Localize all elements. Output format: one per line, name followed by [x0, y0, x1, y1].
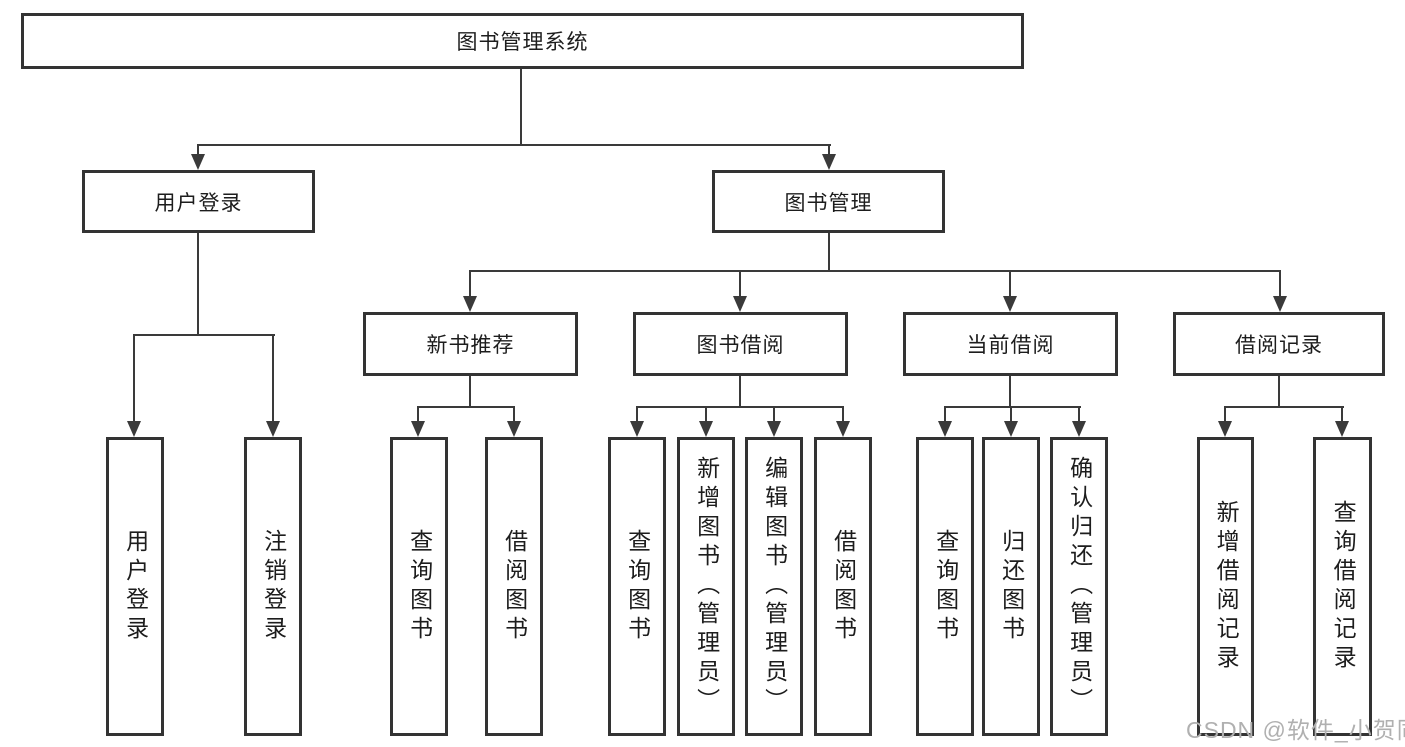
connector-userlogin-hline: [133, 334, 275, 336]
arrow-to-new-book-recommend: [463, 296, 477, 312]
node-label: 用户登录: [154, 191, 243, 215]
arrow-to-confirm-return: [1072, 421, 1086, 437]
connector-stem-borrow-books: [842, 406, 844, 423]
leaf-label: 查询图书: [406, 528, 433, 645]
connector-stem-new-book-recommend: [469, 270, 471, 298]
node-label: 借阅记录: [1235, 334, 1323, 357]
arrow-to-leaf-logout: [266, 421, 280, 437]
connector-borrowing-hline: [636, 406, 844, 408]
arrow-to-return-books: [1004, 421, 1018, 437]
connector-stem-edit-book: [773, 406, 775, 423]
connector-stem-book-management: [828, 144, 830, 156]
arrow-to-book-management: [822, 154, 836, 170]
leaf-logout: 注销登录: [244, 437, 302, 736]
leaf-recommend-borrow-books: 借阅图书: [485, 437, 543, 736]
node-book-borrowing: 图书借阅: [633, 312, 848, 376]
connector-stem-book-borrowing: [739, 270, 741, 298]
connector-userlogin-vline: [197, 233, 199, 336]
leaf-user-login: 用户登录: [106, 437, 164, 736]
csdn-watermark: CSDN @软件_小贺同学: [1186, 717, 1405, 743]
connector-stem-current-borrowing: [1009, 270, 1011, 298]
connector-stem-borrowing-records: [1279, 270, 1281, 298]
arrow-to-query-record: [1335, 421, 1349, 437]
connector-stem-borrowing-query: [636, 406, 638, 423]
arrow-to-user-login: [191, 154, 205, 170]
node-book-management: 图书管理: [712, 170, 945, 233]
leaf-label: 新增图书（管理员）: [693, 456, 720, 717]
leaf-confirm-return-admin: 确认归还（管理员）: [1050, 437, 1108, 736]
node-current-borrowing: 当前借阅: [903, 312, 1118, 376]
connector-stem-query-record: [1341, 406, 1343, 423]
arrow-to-leaf-user-login: [127, 421, 141, 437]
connector-stem-return-books: [1010, 406, 1012, 423]
connector-stem-current-query: [944, 406, 946, 423]
leaf-recommend-query-books: 查询图书: [390, 437, 448, 736]
node-user-login: 用户登录: [82, 170, 315, 233]
leaf-label: 编辑图书（管理员）: [761, 456, 788, 717]
leaf-label: 归还图书: [998, 528, 1025, 645]
node-new-book-recommend: 新书推荐: [363, 312, 578, 376]
leaf-query-borrow-record: 查询借阅记录: [1313, 437, 1372, 736]
leaf-label: 借阅图书: [830, 528, 857, 645]
connector-current-vline: [1009, 376, 1011, 407]
leaf-label: 借阅图书: [501, 528, 528, 645]
arrow-to-current-borrowing: [1003, 296, 1017, 312]
connector-stem-leaf-user-login: [133, 334, 135, 423]
node-label: 图书管理系统: [456, 31, 589, 54]
connector-current-hline: [944, 406, 1081, 408]
node-label: 图书管理: [784, 191, 873, 215]
arrow-to-recommend-query: [411, 421, 425, 437]
connector-stem-add-record: [1224, 406, 1226, 423]
leaf-label: 确认归还（管理员）: [1066, 456, 1093, 717]
leaf-label: 查询图书: [624, 528, 651, 645]
leaf-label: 查询图书: [932, 528, 959, 645]
arrow-to-book-borrowing: [733, 296, 747, 312]
arrow-to-edit-book: [767, 421, 781, 437]
leaf-edit-book-admin: 编辑图书（管理员）: [745, 437, 803, 736]
connector-root-vline: [520, 69, 522, 146]
leaf-label: 用户登录: [122, 528, 149, 645]
leaf-label: 查询借阅记录: [1330, 499, 1357, 674]
connector-stem-leaf-logout: [272, 334, 274, 423]
connector-recommend-hline: [417, 406, 515, 408]
leaf-borrow-books: 借阅图书: [814, 437, 872, 736]
leaf-add-borrow-record: 新增借阅记录: [1197, 437, 1254, 736]
node-borrowing-records: 借阅记录: [1173, 312, 1385, 376]
node-label: 当前借阅: [966, 334, 1055, 357]
connector-stem-user-login: [197, 144, 199, 156]
node-label: 新书推荐: [426, 334, 515, 357]
arrow-to-borrowing-records: [1273, 296, 1287, 312]
leaf-add-book-admin: 新增图书（管理员）: [677, 437, 735, 736]
leaf-label: 注销登录: [260, 528, 287, 645]
arrow-to-add-book: [699, 421, 713, 437]
leaf-return-books: 归还图书: [982, 437, 1040, 736]
arrow-to-current-query: [938, 421, 952, 437]
connector-records-hline: [1224, 406, 1344, 408]
arrow-to-borrow-books: [836, 421, 850, 437]
connector-stem-confirm-return: [1078, 406, 1080, 423]
connector-records-vline: [1278, 376, 1280, 407]
connector-bookmgmt-vline: [828, 233, 830, 272]
arrow-to-recommend-borrow: [507, 421, 521, 437]
connector-bookmgmt-hline: [469, 270, 1281, 272]
connector-stem-add-book: [705, 406, 707, 423]
connector-borrowing-vline: [739, 376, 741, 407]
connector-stem-recommend-borrow: [513, 406, 515, 423]
leaf-borrowing-query-books: 查询图书: [608, 437, 666, 736]
arrow-to-borrowing-query: [630, 421, 644, 437]
node-label: 图书借阅: [696, 334, 785, 357]
connector-root-hline: [197, 144, 831, 146]
connector-recommend-vline: [469, 376, 471, 407]
arrow-to-add-record: [1218, 421, 1232, 437]
node-root-library-management-system: 图书管理系统: [21, 13, 1024, 69]
connector-stem-recommend-query: [417, 406, 419, 423]
leaf-label: 新增借阅记录: [1213, 499, 1240, 674]
leaf-current-query-books: 查询图书: [916, 437, 974, 736]
